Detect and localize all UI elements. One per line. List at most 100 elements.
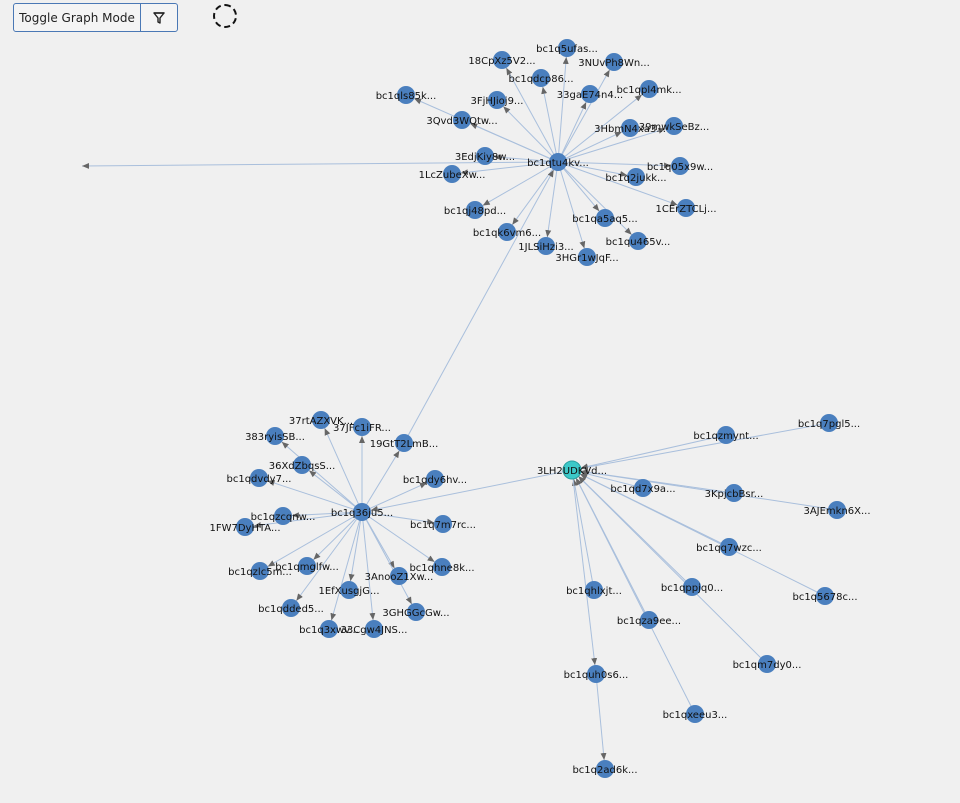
graph-node-circle[interactable] [426, 470, 444, 488]
graph-node-circle[interactable] [407, 603, 425, 621]
graph-node-circle[interactable] [828, 501, 846, 519]
graph-node[interactable]: bc1qdcp86... [508, 69, 574, 87]
graph-node[interactable]: bc1qdvdy7... [227, 469, 292, 487]
graph-node[interactable]: 3LH2UDKVd... [537, 460, 607, 480]
graph-node-circle[interactable] [621, 119, 639, 137]
graph-node[interactable]: 39mwkSeBz... [639, 117, 710, 135]
graph-node[interactable]: bc1qm7dy0... [733, 655, 802, 673]
graph-node-circle[interactable] [298, 557, 316, 575]
graph-node-circle[interactable] [466, 201, 484, 219]
filter-dropdown-button[interactable] [140, 3, 178, 32]
graph-node-circle[interactable] [640, 611, 658, 629]
graph-node-circle[interactable] [498, 223, 516, 241]
graph-node-circle[interactable] [578, 248, 596, 266]
graph-node-circle[interactable] [629, 232, 647, 250]
graph-node-circle[interactable] [640, 80, 658, 98]
graph-node-circle[interactable] [549, 153, 567, 171]
graph-node[interactable]: 383ryisSB... [245, 427, 305, 445]
graph-node[interactable]: 1EfXusgjG... [318, 581, 380, 599]
graph-node[interactable]: bc1qu465v... [606, 232, 671, 250]
graph-node[interactable]: 1CErZTCLj... [655, 199, 717, 217]
graph-node[interactable]: bc1qls85k... [376, 86, 437, 104]
graph-node[interactable]: 3GHGGcGw... [382, 603, 450, 621]
graph-node[interactable]: bc1q05x9w... [647, 157, 713, 175]
graph-node[interactable]: bc1q7pgl5... [798, 414, 860, 432]
graph-node[interactable]: 3KpjcbBsr... [705, 484, 764, 502]
graph-node[interactable]: 33gaE74n4... [557, 85, 623, 103]
graph-node[interactable]: bc1qzlc5m... [228, 562, 292, 580]
graph-node[interactable]: bc1qdy6hv... [403, 470, 467, 488]
graph-node[interactable]: bc1q2ad6k... [572, 760, 638, 778]
graph-node[interactable]: 36XdZbqsS... [269, 456, 336, 474]
graph-node-circle[interactable] [453, 111, 471, 129]
graph-node[interactable]: 3HGr1wJqF... [555, 248, 619, 266]
graph-node-circle[interactable] [581, 85, 599, 103]
graph-node[interactable]: bc1qtu4kv... [527, 153, 589, 171]
graph-node-circle[interactable] [816, 587, 834, 605]
graph-node[interactable]: 3AnooZ1Xw... [365, 567, 434, 585]
graph-node-circle[interactable] [671, 157, 689, 175]
graph-node-circle[interactable] [274, 507, 292, 525]
graph-node-circle[interactable] [365, 620, 383, 638]
graph-node-circle[interactable] [634, 479, 652, 497]
graph-node[interactable]: bc1q5ufas... [536, 39, 598, 57]
graph-node-circle[interactable] [293, 456, 311, 474]
graph-node[interactable]: bc1qj48pd... [444, 201, 506, 219]
graph-node[interactable]: bc1q36ju5... [331, 503, 393, 521]
graph-node[interactable]: bc1qzmynt... [693, 426, 759, 444]
graph-node-circle[interactable] [282, 599, 300, 617]
graph-node-circle[interactable] [677, 199, 695, 217]
graph-node-circle[interactable] [537, 237, 555, 255]
graph-node-circle[interactable] [434, 515, 452, 533]
graph-node[interactable]: 3HbmN4xa3... [594, 119, 666, 137]
graph-node[interactable]: bc1qa5aq5... [572, 209, 638, 227]
graph-node[interactable]: bc1q5678c... [792, 587, 858, 605]
graph-node[interactable]: bc1q2jukk... [605, 168, 667, 186]
graph-node-circle[interactable] [665, 117, 683, 135]
graph-node[interactable]: 18CpXz5V2... [468, 51, 536, 69]
graph-node[interactable]: bc1quh0s6... [564, 665, 629, 683]
graph-node-circle[interactable] [488, 91, 506, 109]
graph-node-circle[interactable] [585, 581, 603, 599]
graph-node-circle[interactable] [587, 665, 605, 683]
graph-node[interactable]: 3EdjKiy8w... [455, 147, 515, 165]
graph-node-circle[interactable] [720, 538, 738, 556]
graph-node-circle[interactable] [596, 760, 614, 778]
graph-node-circle[interactable] [558, 39, 576, 57]
graph-node[interactable]: bc1qppjq0... [661, 578, 723, 596]
graph-node-circle[interactable] [266, 427, 284, 445]
graph-node-circle[interactable] [251, 562, 269, 580]
graph-node[interactable]: 37rtAZXVK... [289, 411, 353, 429]
graph-node-circle[interactable] [340, 581, 358, 599]
graph-node[interactable]: 3FjHJioj9... [471, 91, 524, 109]
graph-node-circle[interactable] [433, 558, 451, 576]
graph-node-circle[interactable] [353, 503, 371, 521]
graph-node-circle[interactable] [443, 165, 461, 183]
graph-node[interactable]: bc1q3xwv... [299, 620, 359, 638]
graph-node[interactable]: 3NUvPh8Wn... [578, 53, 650, 71]
graph-node-circle[interactable] [320, 620, 338, 638]
graph-node[interactable]: bc1qmglfw... [275, 557, 339, 575]
graph-node[interactable]: 3AJEmkn6X... [803, 501, 871, 519]
graph-node[interactable]: bc1qhne8k... [409, 558, 475, 576]
graph-node-circle[interactable] [532, 69, 550, 87]
graph-node-circle[interactable] [758, 655, 776, 673]
graph-node[interactable]: bc1qq7wzc... [696, 538, 762, 556]
toggle-graph-mode-button[interactable]: Toggle Graph Mode [13, 3, 141, 32]
graph-node-circle[interactable] [596, 209, 614, 227]
graph-node-circle[interactable] [236, 518, 254, 536]
graph-node[interactable]: bc1qdded5... [258, 599, 324, 617]
graph-node[interactable]: bc1qpl4mk... [616, 80, 682, 98]
graph-node-circle[interactable] [627, 168, 645, 186]
graph-node[interactable]: 1LcZubeXw... [419, 165, 486, 183]
graph-node-circle[interactable] [725, 484, 743, 502]
graph-node-circle[interactable] [820, 414, 838, 432]
graph-node-circle[interactable] [250, 469, 268, 487]
graph-node[interactable]: 37JFc1iFR... [333, 418, 391, 436]
graph-node[interactable]: bc1q7m7rc... [410, 515, 476, 533]
graph-node-circle[interactable] [717, 426, 735, 444]
graph-node-circle[interactable] [683, 578, 701, 596]
graph-node[interactable]: bc1qd7x9a... [610, 479, 676, 497]
graph-node-circle[interactable] [390, 567, 408, 585]
